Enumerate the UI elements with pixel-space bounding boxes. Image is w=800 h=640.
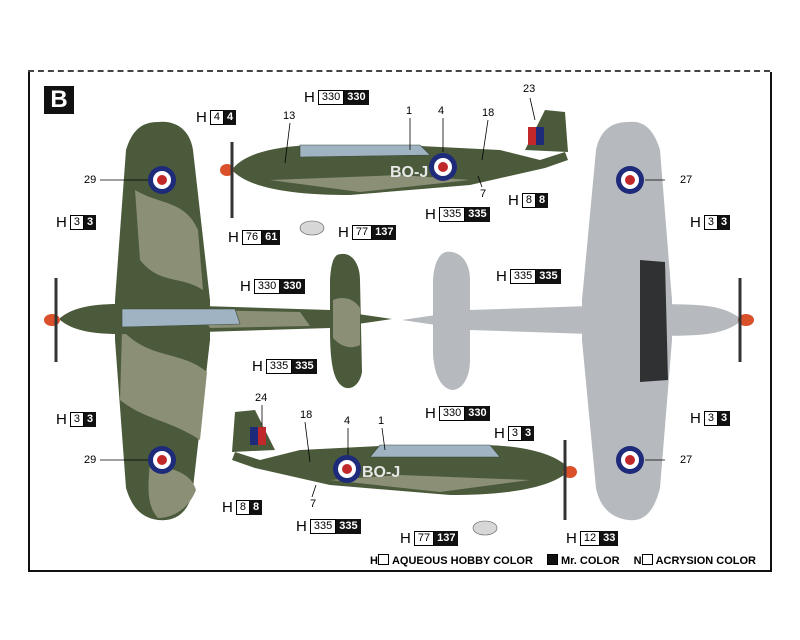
side-code-lower: BO-J (362, 464, 400, 481)
label-4-lower: 4 (344, 415, 351, 427)
label-13: 13 (283, 110, 296, 122)
label-23: 23 (523, 83, 536, 95)
starboard-side-aircraft: BO-J (232, 410, 577, 536)
label-1-upper: 1 (406, 105, 413, 117)
bottom-view-aircraft (402, 121, 754, 521)
label-27-upper: 27 (680, 174, 693, 186)
label-7-lower: 7 (310, 498, 317, 510)
cut-line (28, 70, 770, 72)
label-29-lower: 29 (84, 454, 97, 466)
label-29-upper: 29 (84, 174, 97, 186)
sheet-letter: B (44, 86, 74, 114)
label-18-lower: 18 (300, 409, 313, 421)
aqueous-symbol-icon (377, 554, 389, 565)
side-code-upper: BO-J (390, 164, 428, 181)
label-24: 24 (255, 392, 268, 404)
legend-mr-color: Mr. COLOR (546, 553, 620, 567)
sheet-frame (28, 72, 772, 572)
port-side-aircraft: BO-J (220, 110, 568, 236)
label-4-upper: 4 (438, 105, 445, 117)
acrysion-symbol-icon (641, 554, 653, 565)
label-27-lower: 27 (680, 454, 693, 466)
top-view-aircraft (44, 121, 392, 521)
mr-color-symbol-icon (546, 554, 558, 565)
label-1-lower: 1 (378, 415, 385, 427)
label-18-upper: 18 (482, 107, 495, 119)
leader-lines (100, 97, 665, 498)
label-7-upper: 7 (480, 188, 487, 200)
